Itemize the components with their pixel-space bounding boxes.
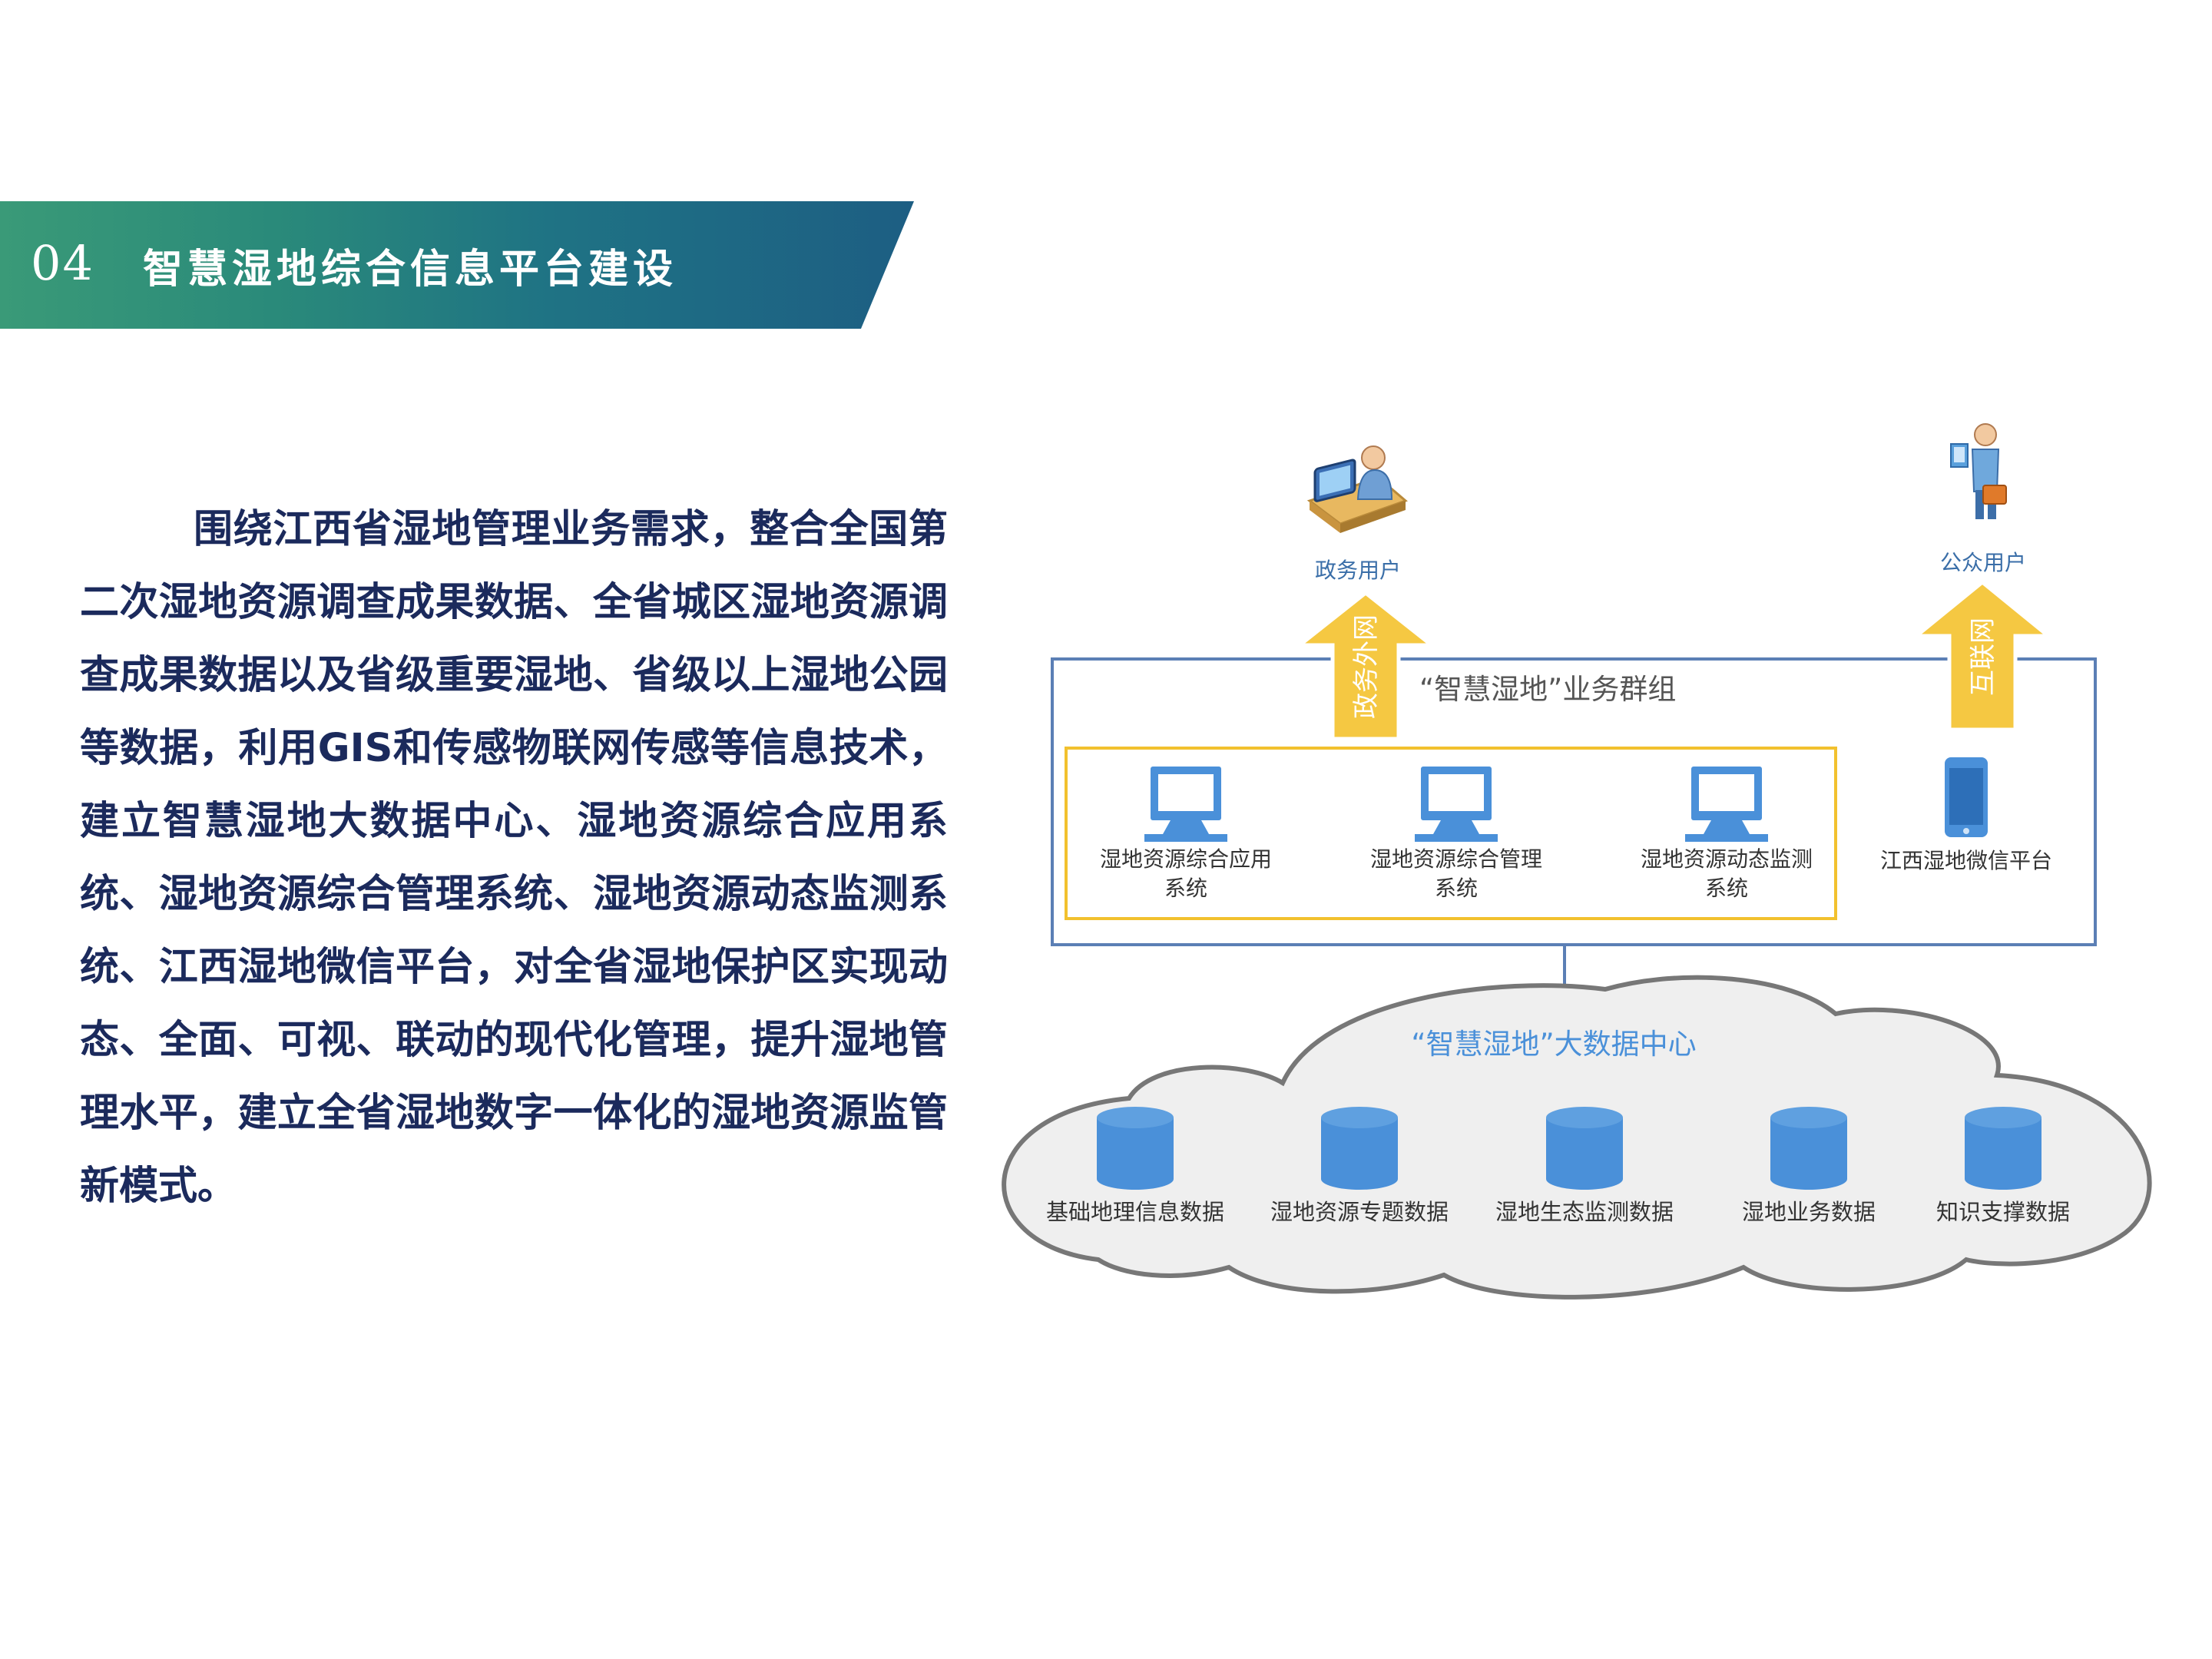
- data-center-title: “智慧湿地”大数据中心: [1411, 1028, 1696, 1061]
- computer-user-icon: [1306, 445, 1408, 533]
- database-icon: [1770, 1107, 1847, 1190]
- public-user-label: 公众用户: [1940, 550, 2026, 575]
- person-with-devices-icon: [1950, 423, 2007, 519]
- section-title: 智慧湿地综合信息平台建设: [143, 246, 678, 293]
- system-2-label-line1: 湿地资源综合管理: [1370, 846, 1542, 872]
- system-2-label-line2: 系统: [1435, 876, 1478, 901]
- database-icon: [1321, 1107, 1398, 1190]
- monitor-icon: [1685, 767, 1768, 842]
- section-banner: 04 智慧湿地综合信息平台建设: [0, 201, 914, 329]
- business-group-title: “智慧湿地”业务群组: [1419, 673, 1676, 706]
- system-1-label-line1: 湿地资源综合应用: [1100, 846, 1272, 872]
- database-label: 湿地业务数据: [1742, 1199, 1876, 1225]
- database-icon: [1546, 1107, 1623, 1190]
- architecture-diagram: 政务用户 公众用户 “智慧湿地”业务群组 政务外网 互联网 湿地资源综合应用 系…: [1002, 423, 2152, 1300]
- gov-network-arrow: [1293, 590, 1438, 741]
- database-icon: [1965, 1107, 2041, 1190]
- database-icon: [1097, 1107, 1174, 1190]
- monitor-icon: [1144, 767, 1227, 842]
- system-3-label-line1: 湿地资源动态监测: [1641, 846, 1813, 872]
- smartphone-icon: [1945, 757, 1988, 837]
- database-label: 基础地理信息数据: [1046, 1199, 1224, 1225]
- system-1-label-line2: 系统: [1164, 876, 1207, 901]
- monitor-icon: [1415, 767, 1498, 842]
- database-label: 湿地生态监测数据: [1495, 1199, 1674, 1225]
- gov-user-label: 政务用户: [1315, 558, 1401, 583]
- wechat-platform-label: 江西湿地微信平台: [1880, 848, 2052, 873]
- internet-arrow: [1910, 579, 2055, 732]
- internet-label: 互联网: [1968, 618, 1998, 696]
- section-number: 04: [31, 235, 94, 291]
- database-label: 湿地资源专题数据: [1270, 1199, 1449, 1225]
- system-3-label-line2: 系统: [1705, 876, 1748, 901]
- description-paragraph: 围绕江西省湿地管理业务需求，整合全国第二次湿地资源调查成果数据、全省城区湿地资源…: [80, 507, 948, 1209]
- database-label: 知识支撑数据: [1936, 1199, 2070, 1225]
- gov-network-label: 政务外网: [1351, 614, 1382, 719]
